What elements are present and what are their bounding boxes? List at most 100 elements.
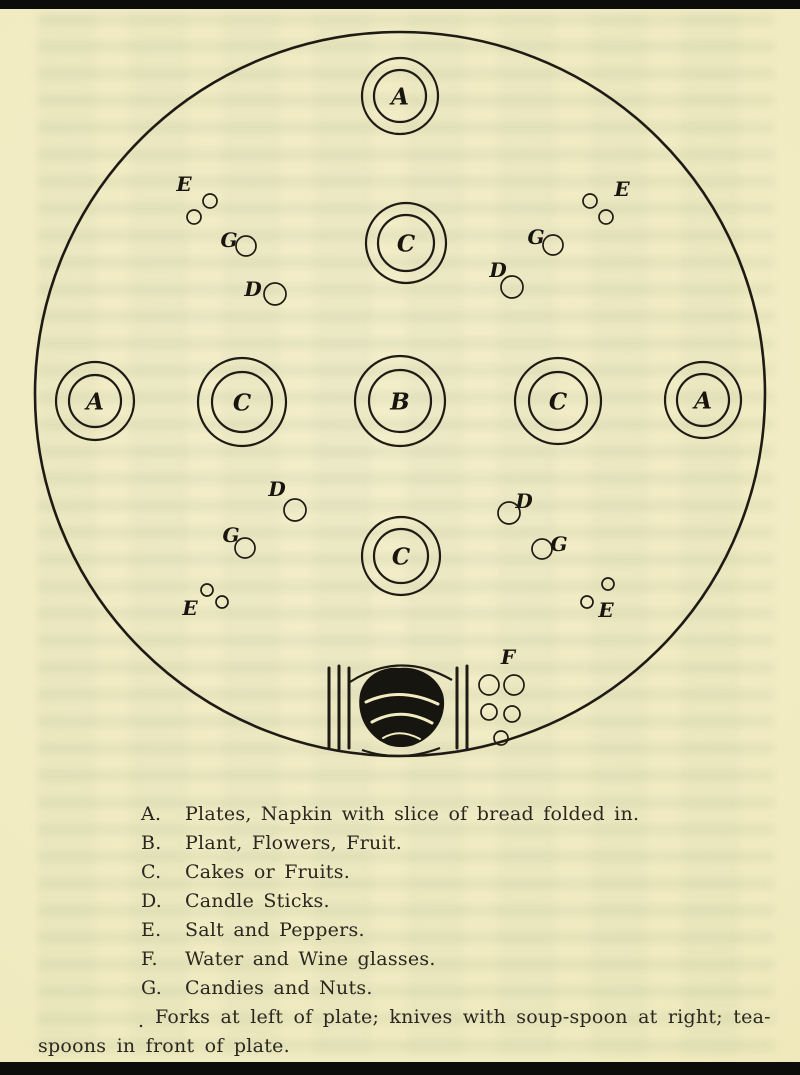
pepper-shaker [215, 595, 229, 609]
salt-shaker [202, 193, 218, 209]
legend-item: G. Candies and Nuts. [0, 974, 800, 1003]
plate-label: C [233, 390, 252, 417]
wine-glass [503, 705, 521, 723]
wine-glass [480, 703, 498, 721]
candy-dish [542, 234, 564, 256]
salt-peppers-label: E [613, 177, 630, 201]
plate-outer-rim [54, 360, 136, 442]
cluster-upper-right: E G D [488, 177, 630, 299]
candle-label: D [243, 277, 262, 301]
plate-top: A [360, 56, 440, 136]
wine-glass [493, 730, 509, 746]
legend-item-key: C. [141, 861, 162, 883]
scan-edge-bottom [0, 1062, 800, 1075]
candlestick [500, 275, 524, 299]
plate-lower-center: C [360, 515, 442, 597]
legend: A. Plates, Napkin with slice of bread fo… [0, 800, 800, 1061]
legend-item-text: Cakes or Fruits. [185, 861, 350, 883]
plate-inner-rim [367, 368, 433, 434]
plate-inner-rim [372, 527, 430, 585]
legend-item: A. Plates, Napkin with slice of bread fo… [0, 800, 800, 829]
legend-item-text: Water and Wine glasses. [185, 948, 436, 970]
napkin-fold [364, 692, 440, 706]
legend-item-key: G. [141, 977, 163, 999]
plate-outer-rim [364, 201, 448, 285]
candlestick [263, 282, 287, 306]
candle-label: D [514, 489, 533, 513]
legend-item: B. Plant, Flowers, Fruit. [0, 829, 800, 858]
plate-label: C [397, 231, 416, 258]
legend-item: D. Candle Sticks. [0, 887, 800, 916]
plate-inner-rim [675, 372, 731, 428]
legend-item-key: A. [141, 803, 162, 825]
table-setting-diagram: A C A C B C A [33, 30, 767, 758]
salt-shaker [601, 577, 615, 591]
salt-peppers-label: E [597, 598, 614, 622]
salt-shaker [200, 583, 214, 597]
legend-item-key: F. [141, 948, 158, 970]
glasses-label: F [500, 645, 517, 669]
legend-item: C. Cakes or Fruits. [0, 858, 800, 887]
plate-right-inner: C [513, 356, 603, 446]
legend-item: E. Salt and Peppers. [0, 916, 800, 945]
candies-label: G [527, 225, 544, 249]
salt-shaker [582, 193, 598, 209]
plate-outer-rim [663, 360, 743, 440]
napkin-fold [382, 732, 421, 740]
candies-label: G [220, 228, 237, 252]
glasses-group [478, 674, 525, 746]
plate-inner-rim [210, 370, 274, 434]
candies-label: G [550, 532, 567, 556]
napkin-fold [370, 712, 434, 725]
candy-dish [531, 538, 553, 560]
plate-outer-rim [360, 515, 442, 597]
pepper-shaker [598, 209, 614, 225]
plate-left-inner: C [196, 356, 288, 448]
plate-outer-rim [353, 354, 447, 448]
plate-outer-rim [360, 56, 440, 136]
plate-inner-rim [67, 373, 123, 429]
candlestick [497, 501, 521, 525]
cluster-upper-left: E G D [175, 172, 287, 306]
plate-inner-rim [376, 213, 436, 273]
plate-label: B [389, 389, 409, 416]
scan-edge-top [0, 0, 800, 9]
candle-label: D [488, 258, 507, 282]
plate-right-outer: A [663, 360, 743, 440]
note-line-2: spoons in front of plate. [38, 1035, 290, 1057]
plate-inner-rim [527, 370, 589, 432]
plate-left-outer: A [54, 360, 136, 442]
water-glass [478, 674, 500, 696]
plate-rim-top [349, 664, 453, 683]
plate-inner-rim [372, 68, 428, 124]
plate-label: A [84, 389, 104, 416]
place-setting: F [327, 645, 525, 758]
plate-center: B [353, 354, 447, 448]
candies-label: G [222, 523, 239, 547]
plate-outer-rim [196, 356, 288, 448]
legend-item-text: Candies and Nuts. [185, 977, 373, 999]
salt-peppers-label: E [175, 172, 192, 196]
legend-item-key: E. [141, 919, 162, 941]
water-glass [503, 674, 525, 696]
legend-item-text: Candle Sticks. [185, 890, 330, 912]
legend-item-key: B. [141, 832, 162, 854]
legend-item-text: Salt and Peppers. [185, 919, 365, 941]
candy-dish [234, 537, 256, 559]
plate-outer-rim [513, 356, 603, 446]
legend-item-text: Plant, Flowers, Fruit. [185, 832, 403, 854]
cluster-lower-left: D G E [181, 477, 307, 620]
salt-peppers-label: E [181, 596, 198, 620]
plate-label: A [692, 388, 712, 415]
plate-label: C [392, 544, 411, 571]
legend-item: F. Water and Wine glasses. [0, 945, 800, 974]
cluster-lower-right: D G E [497, 489, 615, 622]
plate-label: C [549, 389, 568, 416]
legend-item-key: D. [141, 890, 163, 912]
print-artifact-dot: . [138, 1010, 145, 1032]
note-line-1: Forks at left of plate; knives with soup… [155, 1006, 771, 1028]
pepper-shaker [580, 595, 594, 609]
candy-dish [235, 235, 257, 257]
plate-rim-bottom [361, 746, 441, 758]
